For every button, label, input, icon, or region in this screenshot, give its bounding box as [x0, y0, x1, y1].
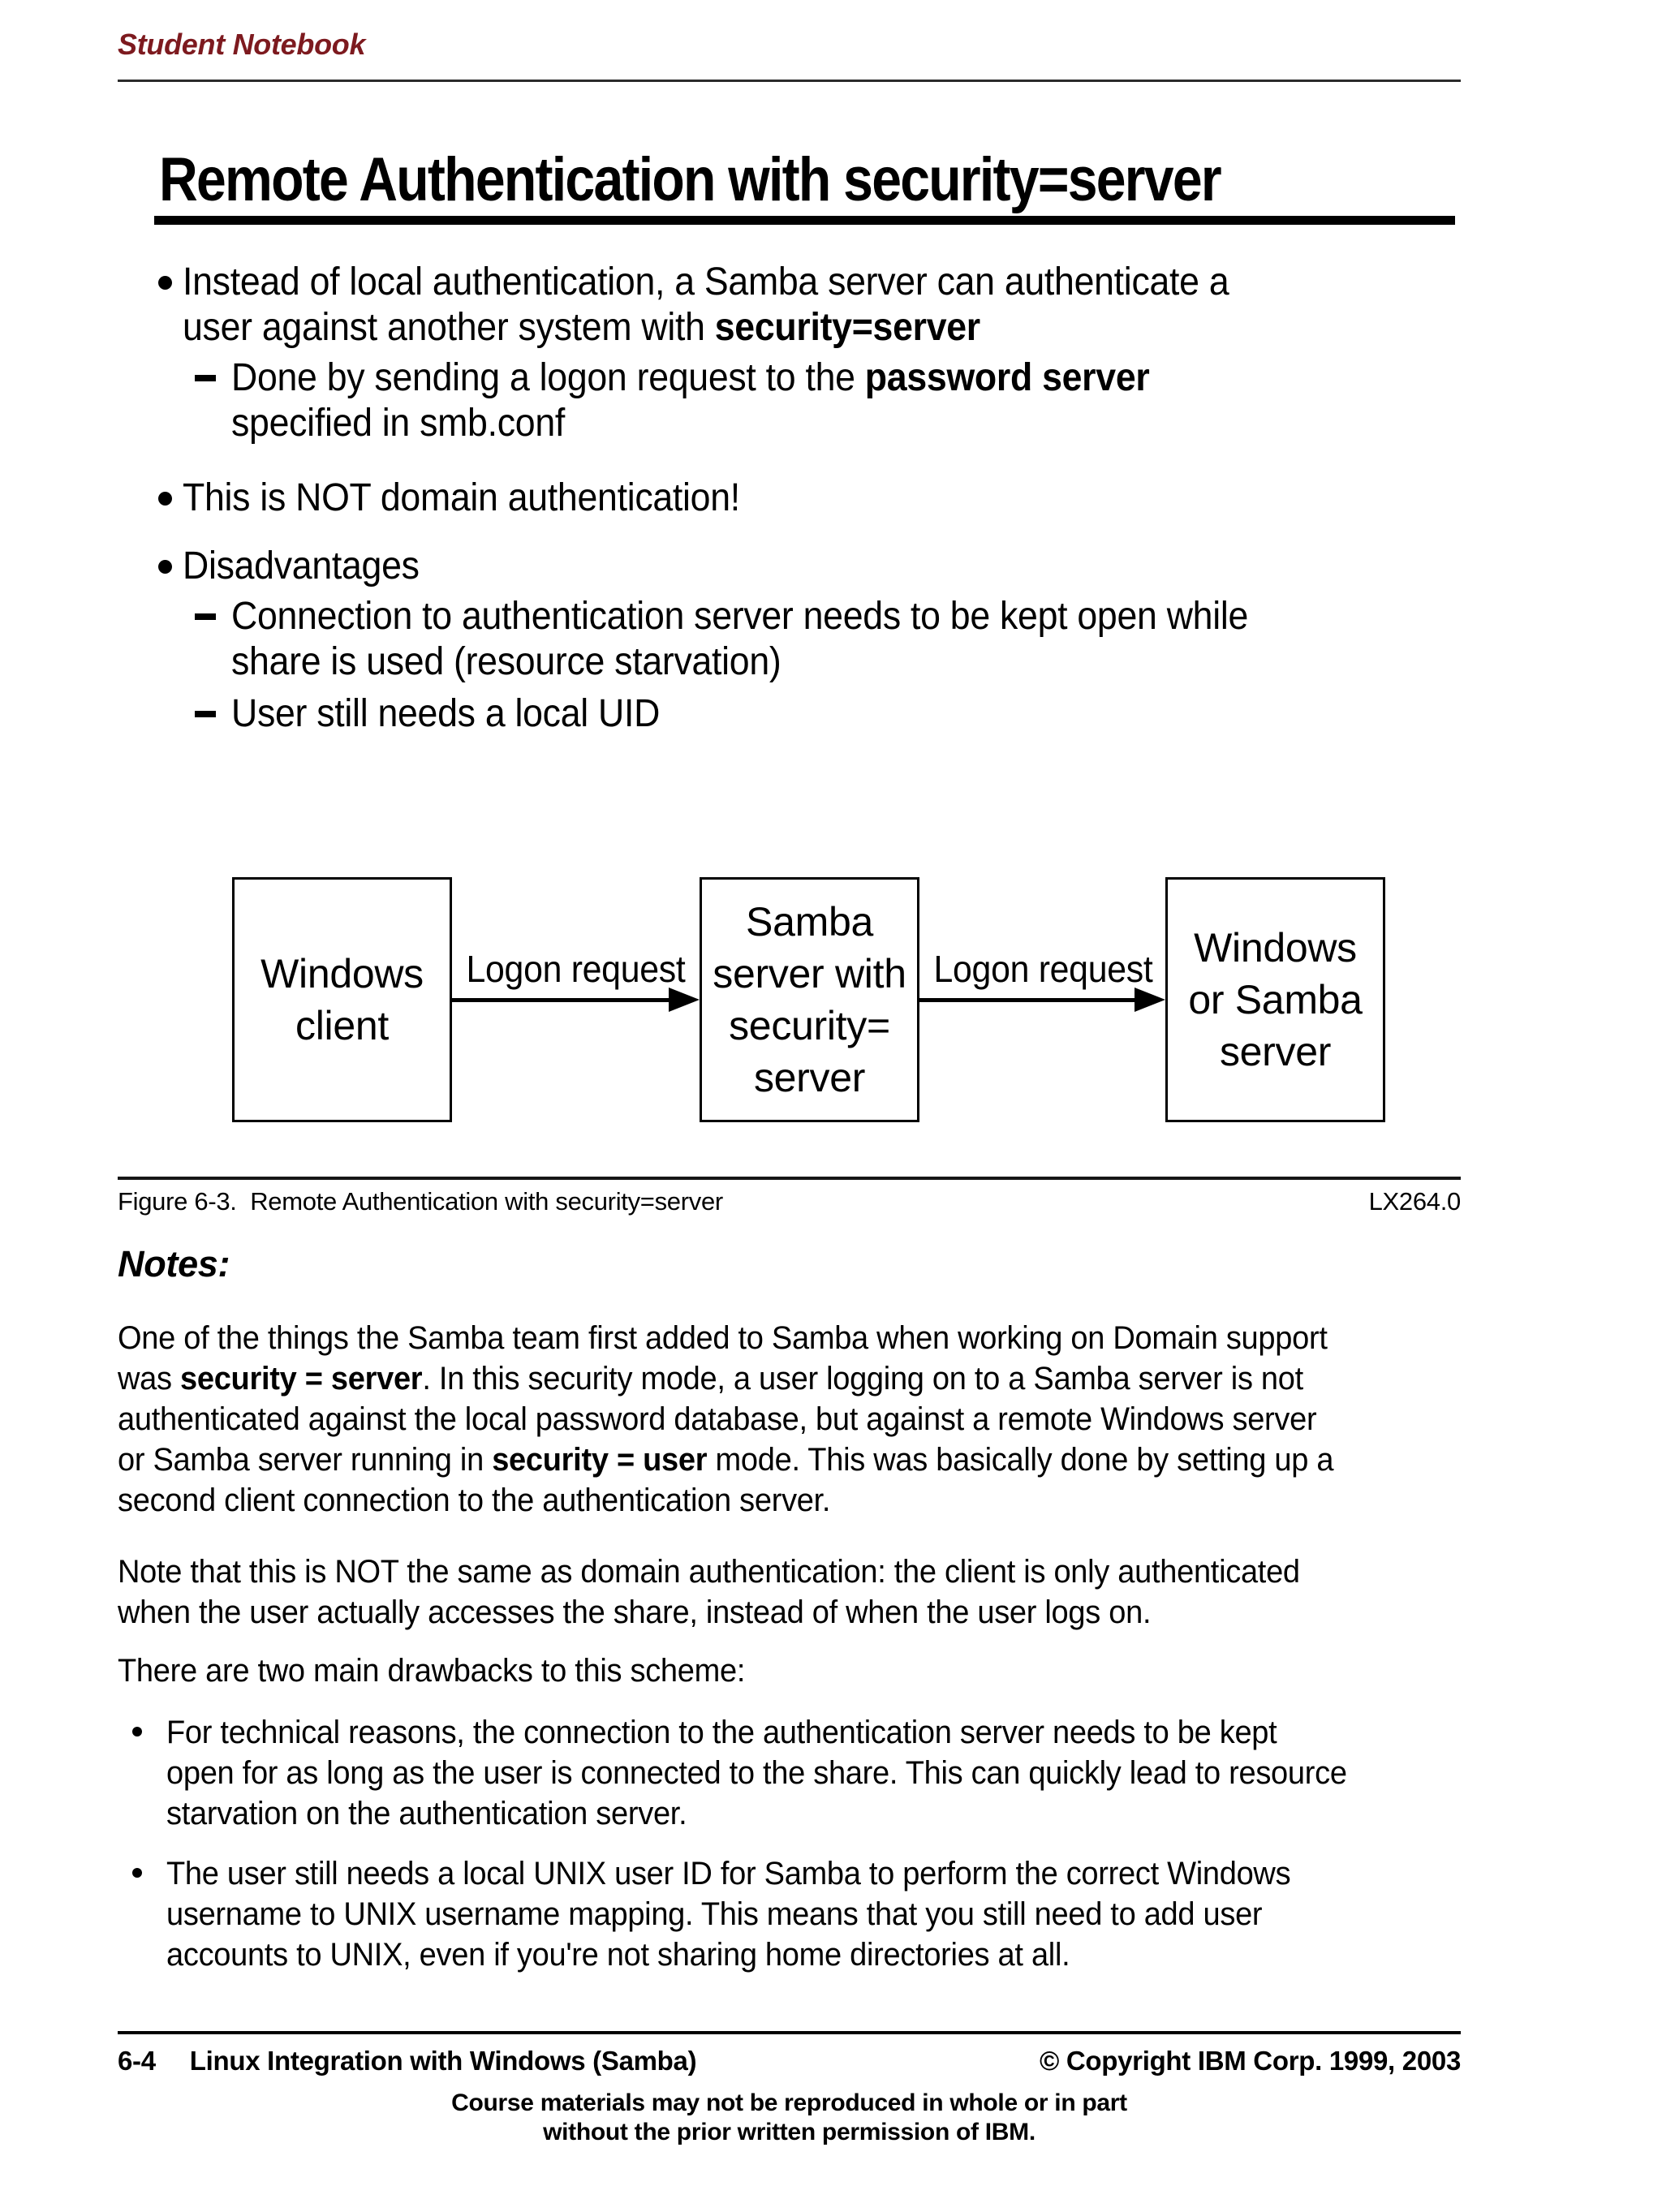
bullet-item: Instead of local authentication, a Samba… [118, 260, 1513, 351]
bullet-dash-icon [195, 613, 216, 620]
bullet-item: Disadvantages [118, 544, 1513, 589]
bullet-item: This is NOT domain authentication! [118, 476, 1513, 521]
notes-bullet-dot-icon [132, 1868, 142, 1878]
figure-caption-rule [118, 1177, 1461, 1180]
bullet-dot-icon [158, 492, 172, 506]
notes-bullet-dot-icon [132, 1727, 142, 1736]
footer-rule [118, 2031, 1461, 2034]
notes-bullet-text: For technical reasons, the connection to… [166, 1715, 1347, 1831]
bullet-item: User still needs a local UID [118, 691, 1513, 737]
footer-page-number: 6-4 [118, 2046, 156, 2076]
notes-paragraph-text: Note that this is NOT the same as domain… [118, 1554, 1300, 1630]
footer-left: 6-4 Linux Integration with Windows (Samb… [118, 2045, 697, 2077]
notes-paragraph-text: One of the things the Samba team first a… [118, 1320, 1334, 1518]
bullet-dash-icon [195, 375, 216, 381]
notes-paragraph: There are two main drawbacks to this sch… [118, 1650, 1513, 1691]
bullet-text: Instead of local authentication, a Samba… [183, 260, 1229, 349]
bullet-dot-icon [158, 276, 172, 290]
title-underline [154, 216, 1455, 225]
bullet-item: Connection to authentication server need… [118, 594, 1513, 685]
arrow-head-icon [669, 988, 700, 1012]
header-label: Student Notebook [118, 28, 366, 61]
notes-paragraph-text: There are two main drawbacks to this sch… [118, 1653, 746, 1689]
bullet-dash-icon [195, 711, 216, 717]
bullet-text: Connection to authentication server need… [231, 595, 1249, 683]
bullet-dot-icon [158, 560, 172, 574]
bullet-text: User still needs a local UID [231, 692, 661, 735]
arrow-label: Logon request [933, 948, 1153, 990]
figure-caption-code: LX264.0 [1368, 1187, 1462, 1216]
figure-caption-label: Figure 6-3. Remote Authentication with s… [118, 1187, 723, 1216]
arrow-label: Logon request [466, 948, 686, 990]
figure-caption: Figure 6-3. Remote Authentication with s… [118, 1186, 1461, 1217]
bullet-text: Done by sending a logon request to the p… [231, 356, 1150, 445]
footer-course-title: Linux Integration with Windows (Samba) [189, 2046, 697, 2076]
notes-bullet-item: The user still needs a local UNIX user I… [118, 1853, 1513, 1975]
bullet-list: Instead of local authentication, a Samba… [118, 260, 1513, 737]
bullet-text: This is NOT domain authentication! [183, 476, 740, 519]
footer-copyright: © Copyright IBM Corp. 1999, 2003 [1039, 2046, 1461, 2076]
notes-bullet-item: For technical reasons, the connection to… [118, 1712, 1513, 1834]
arrow-head-icon [1135, 988, 1165, 1012]
notes-bullet-text: The user still needs a local UNIX user I… [166, 1856, 1291, 1973]
logon-request-arrow-1 [452, 998, 672, 1002]
page-title: Remote Authentication with security=serv… [159, 145, 1222, 214]
notes-paragraph: One of the things the Samba team first a… [118, 1318, 1513, 1521]
logon-request-arrow-2 [919, 998, 1139, 1002]
bullet-item: Done by sending a logon request to the p… [118, 355, 1513, 446]
notes-heading: Notes: [118, 1243, 230, 1285]
bullet-text: Disadvantages [183, 544, 420, 587]
header-rule [118, 80, 1461, 82]
notes-section: One of the things the Samba team first a… [118, 1318, 1513, 1975]
notes-paragraph: Note that this is NOT the same as domain… [118, 1551, 1513, 1633]
footer-notice: Course materials may not be reproduced i… [451, 2089, 1127, 2145]
footer: 6-4 Linux Integration with Windows (Samb… [118, 2045, 1461, 2077]
